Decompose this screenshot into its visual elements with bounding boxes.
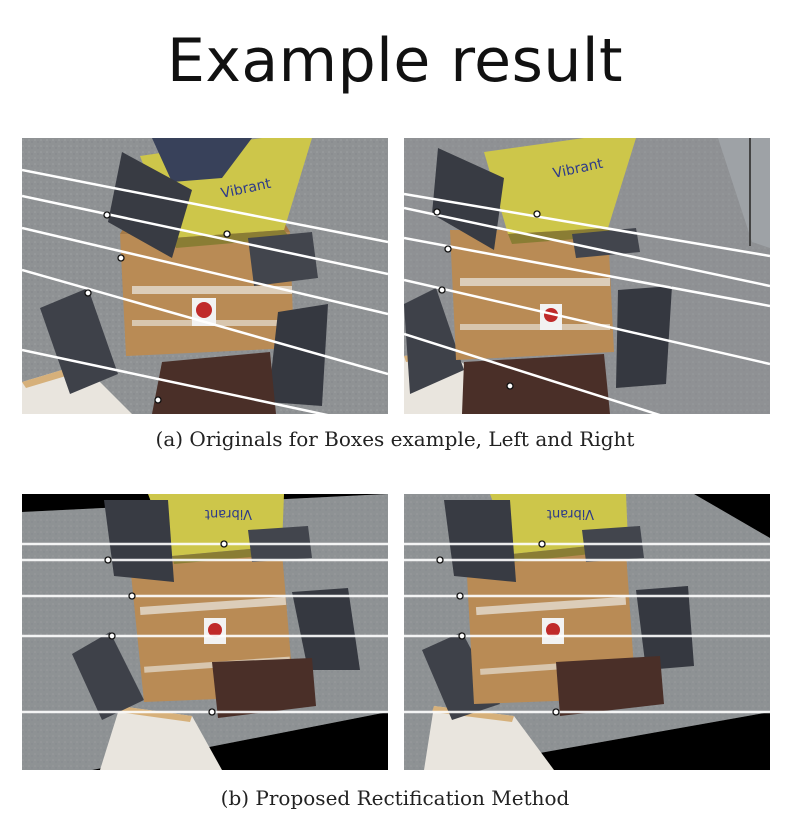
slide-title: Example result <box>166 26 624 96</box>
original-right-image: Vibrant <box>404 138 770 414</box>
figure-b-caption: (b) Proposed Rectification Method <box>220 786 570 810</box>
rectified-left-image: Vibrant <box>22 494 388 770</box>
figure-a-caption: (a) Originals for Boxes example, Left an… <box>155 427 635 451</box>
svg-text:Vibrant: Vibrant <box>547 506 594 521</box>
original-left-image: Vibrant <box>22 138 388 414</box>
rectified-right-image: Vibrant <box>404 494 770 770</box>
svg-text:Vibrant: Vibrant <box>205 506 252 521</box>
